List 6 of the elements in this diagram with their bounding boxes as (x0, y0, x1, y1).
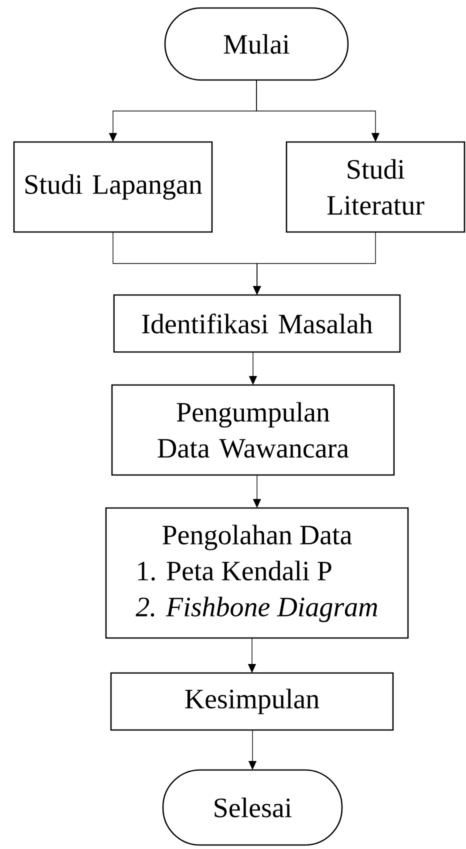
process-box: Identifikasi Masalah (113, 294, 401, 353)
process-box: Studi Literatur (286, 141, 466, 233)
process-box: Studi Lapangan (13, 141, 213, 233)
process-box: Pengolahan Data 1. Peta Kendali P 2. Fishbone Diagram (105, 507, 409, 639)
process-box: Kesimpulan (110, 672, 394, 731)
process-box: Pengumpulan Data Wawancara (111, 384, 395, 476)
